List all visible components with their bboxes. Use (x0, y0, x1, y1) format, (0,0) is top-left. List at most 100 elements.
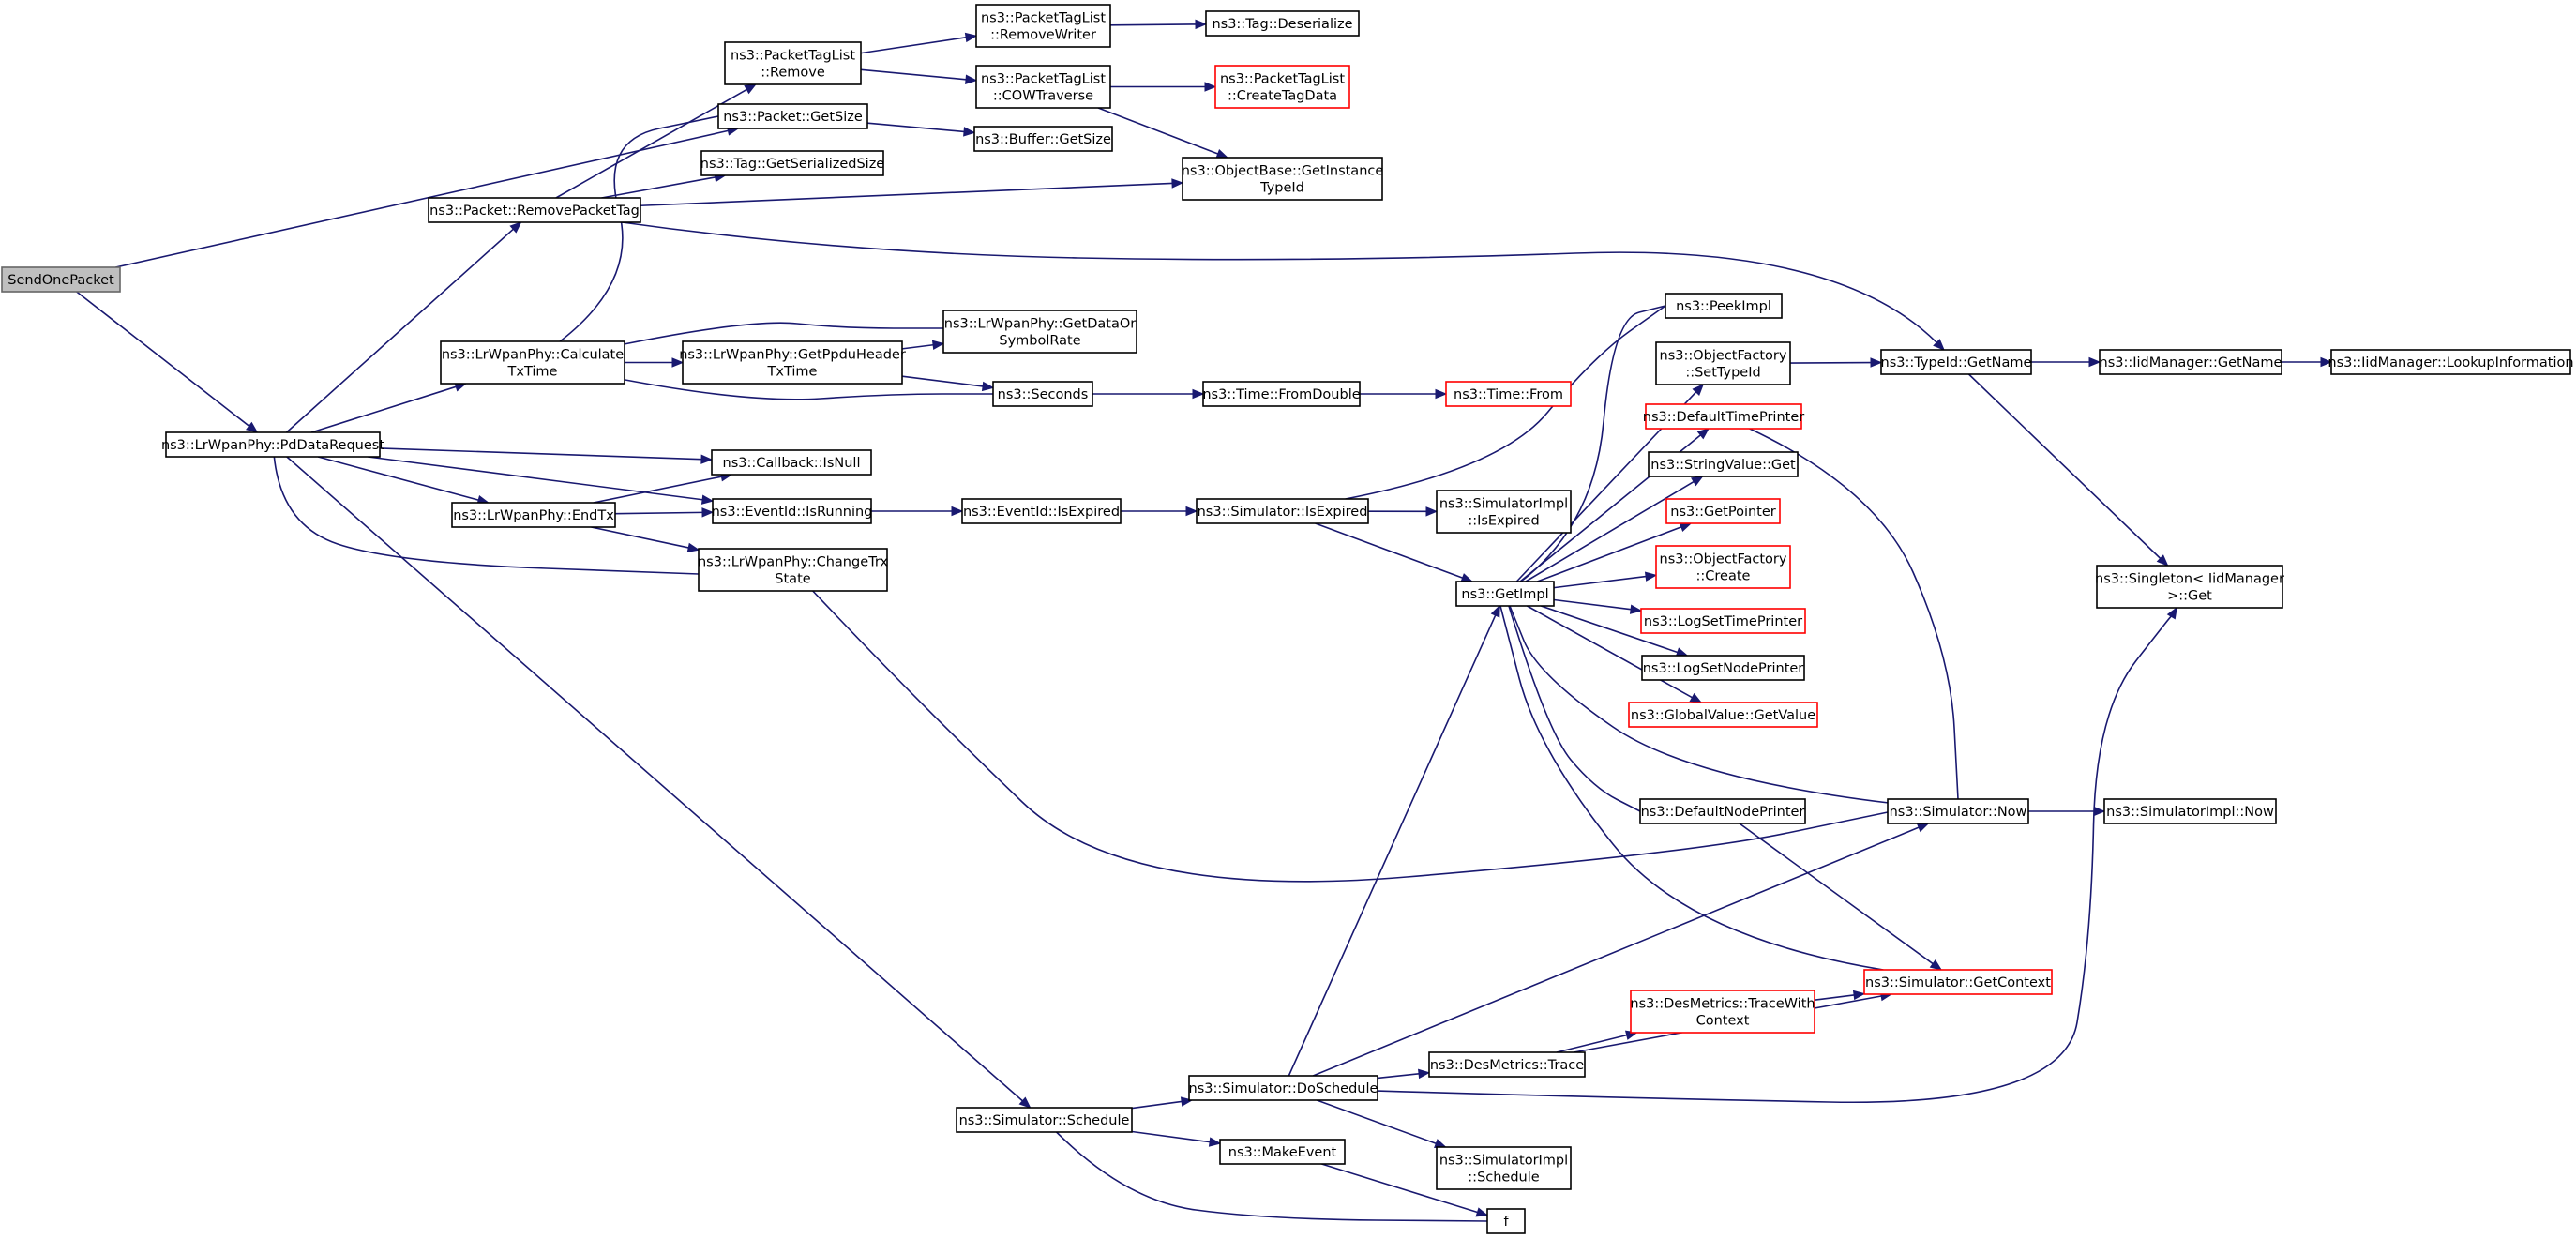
node-box-simulator-now[interactable] (1887, 798, 2029, 824)
node-box-tracewithcontext[interactable] (1630, 990, 1815, 1034)
node-box-tag-getserializedsize[interactable] (700, 150, 884, 176)
node-box-singleton-get[interactable] (2096, 565, 2283, 609)
node-box-cowtraverse[interactable] (975, 65, 1111, 109)
node-logsetnodeprinter[interactable]: ns3::LogSetNodePrinter (1641, 655, 1805, 681)
node-box-defaultnodeprinter[interactable] (1639, 798, 1806, 824)
node-simulator-now[interactable]: ns3::Simulator::Now (1887, 798, 2029, 824)
node-eventid-isrunning[interactable]: ns3::EventId::IsRunning (712, 498, 873, 524)
node-time-from[interactable]: ns3::Time::From (1445, 381, 1572, 407)
node-box-makeevent[interactable] (1219, 1139, 1346, 1165)
node-box-getdataorsymbolrate[interactable] (942, 310, 1137, 354)
node-pkttaglist-remove[interactable]: ns3::PacketTagList::Remove (724, 41, 862, 85)
node-box-removewriter[interactable] (975, 4, 1111, 48)
node-box-pkttaglist-remove[interactable] (724, 41, 862, 85)
node-box-seconds[interactable] (992, 381, 1093, 407)
node-eventid-isexpired[interactable]: ns3::EventId::IsExpired (961, 498, 1122, 524)
node-pdatarequest[interactable]: ns3::LrWpanPhy::PdDataRequest (161, 431, 384, 458)
node-box-changetrxstate[interactable] (698, 548, 888, 592)
node-lookupinformation[interactable]: ns3::IidManager::LookupInformation (2327, 349, 2574, 375)
node-box-getpointer[interactable] (1665, 498, 1781, 524)
node-box-logsettimeprinter[interactable] (1640, 608, 1806, 634)
node-box-getinstancetypeid[interactable] (1182, 157, 1383, 201)
node-simulator-getcontext[interactable]: ns3::Simulator::GetContext (1863, 969, 2053, 995)
node-box-simulatorimpl-now[interactable] (2103, 798, 2277, 824)
node-makeevent[interactable]: ns3::MakeEvent (1219, 1139, 1346, 1165)
node-box-endtx[interactable] (451, 502, 616, 528)
node-schedule[interactable]: ns3::Simulator::Schedule (956, 1107, 1133, 1133)
node-box-removepackettag[interactable] (428, 197, 641, 223)
node-singleton-get[interactable]: ns3::Singleton< IidManager>::Get (2095, 565, 2284, 609)
node-seconds[interactable]: ns3::Seconds (992, 381, 1093, 407)
node-box-simulatorimpl-schedule[interactable] (1436, 1146, 1572, 1190)
node-defaulttimeprinter[interactable]: ns3::DefaultTimePrinter (1643, 403, 1804, 430)
node-getpointer[interactable]: ns3::GetPointer (1665, 498, 1781, 524)
node-logsettimeprinter[interactable]: ns3::LogSetTimePrinter (1640, 608, 1806, 634)
node-box-logsetnodeprinter[interactable] (1641, 655, 1805, 681)
node-box-getppduheadertxtime[interactable] (682, 340, 903, 385)
node-removewriter[interactable]: ns3::PacketTagList::RemoveWriter (975, 4, 1111, 48)
node-simulatorimpl-isexpired[interactable]: ns3::SimulatorImpl::IsExpired (1436, 490, 1572, 534)
node-box-simulator-isexpired[interactable] (1196, 498, 1369, 524)
node-cowtraverse[interactable]: ns3::PacketTagList::COWTraverse (975, 65, 1111, 109)
node-box-defaulttimeprinter[interactable] (1645, 403, 1802, 430)
node-box-peekimpl[interactable] (1665, 293, 1783, 319)
node-doschedule[interactable]: ns3::Simulator::DoSchedule (1188, 1075, 1378, 1101)
node-stringvalue-get[interactable]: ns3::StringValue::Get (1648, 451, 1799, 477)
node-box-buffer-getsize[interactable] (973, 126, 1113, 152)
node-endtx[interactable]: ns3::LrWpanPhy::EndTx (451, 502, 616, 528)
node-time-fromdouble[interactable]: ns3::Time::FromDouble (1202, 381, 1361, 407)
node-box-desmetrics-trace[interactable] (1428, 1051, 1586, 1078)
node-sendonepacket[interactable]: SendOnePacket (1, 266, 121, 293)
node-box-doschedule[interactable] (1188, 1075, 1378, 1101)
node-simulatorimpl-schedule[interactable]: ns3::SimulatorImpl::Schedule (1436, 1146, 1572, 1190)
node-box-simulatorimpl-isexpired[interactable] (1436, 490, 1572, 534)
node-simulatorimpl-now[interactable]: ns3::SimulatorImpl::Now (2103, 798, 2277, 824)
node-f[interactable]: f (1486, 1208, 1526, 1234)
node-box-time-from[interactable] (1445, 381, 1572, 407)
node-objectfactory-settypeid[interactable]: ns3::ObjectFactory::SetTypeId (1655, 341, 1791, 385)
node-box-schedule[interactable] (956, 1107, 1133, 1133)
node-box-typeid-getname[interactable] (1880, 349, 2032, 375)
node-box-eventid-isrunning[interactable] (712, 498, 872, 524)
node-box-f[interactable] (1486, 1208, 1526, 1234)
node-desmetrics-trace[interactable]: ns3::DesMetrics::Trace (1428, 1051, 1586, 1078)
node-box-callback-isnull[interactable] (711, 449, 872, 476)
node-box-time-fromdouble[interactable] (1202, 381, 1361, 407)
node-box-objectfactory-settypeid[interactable] (1655, 341, 1791, 385)
node-box-iidmanager-getname[interactable] (2099, 349, 2282, 375)
node-createtagdata[interactable]: ns3::PacketTagList::CreateTagData (1214, 65, 1350, 109)
node-box-globalvalue-getvalue[interactable] (1628, 702, 1818, 728)
node-box-objectfactory-create[interactable] (1655, 545, 1791, 589)
node-box-lookupinformation[interactable] (2330, 349, 2571, 375)
node-globalvalue-getvalue[interactable]: ns3::GlobalValue::GetValue (1628, 702, 1818, 728)
node-typeid-getname[interactable]: ns3::TypeId::GetName (1880, 349, 2032, 375)
node-objectfactory-create[interactable]: ns3::ObjectFactory::Create (1655, 545, 1791, 589)
node-getimpl[interactable]: ns3::GetImpl (1455, 581, 1555, 607)
node-callback-isnull[interactable]: ns3::Callback::IsNull (711, 449, 872, 476)
node-defaultnodeprinter[interactable]: ns3::DefaultNodePrinter (1639, 798, 1806, 824)
node-box-stringvalue-get[interactable] (1648, 451, 1799, 477)
node-box-sendonepacket[interactable] (1, 266, 121, 293)
node-buffer-getsize[interactable]: ns3::Buffer::GetSize (973, 126, 1113, 152)
node-box-packet-getsize[interactable] (717, 103, 868, 129)
node-packet-getsize[interactable]: ns3::Packet::GetSize (717, 103, 868, 129)
node-simulator-isexpired[interactable]: ns3::Simulator::IsExpired (1196, 498, 1369, 524)
node-iidmanager-getname[interactable]: ns3::IidManager::GetName (2099, 349, 2282, 375)
node-box-simulator-getcontext[interactable] (1863, 969, 2053, 995)
node-box-tag-deserialize[interactable] (1205, 10, 1360, 37)
node-box-eventid-isexpired[interactable] (961, 498, 1122, 524)
node-peekimpl[interactable]: ns3::PeekImpl (1665, 293, 1783, 319)
node-box-getimpl[interactable] (1455, 581, 1555, 607)
node-box-calculatetxtime[interactable] (440, 340, 625, 385)
node-tag-getserializedsize[interactable]: ns3::Tag::GetSerializedSize (700, 150, 885, 176)
node-box-createtagdata[interactable] (1214, 65, 1350, 109)
node-tag-deserialize[interactable]: ns3::Tag::Deserialize (1205, 10, 1360, 37)
node-removepackettag[interactable]: ns3::Packet::RemovePacketTag (428, 197, 641, 223)
node-box-pdatarequest[interactable] (165, 431, 381, 458)
